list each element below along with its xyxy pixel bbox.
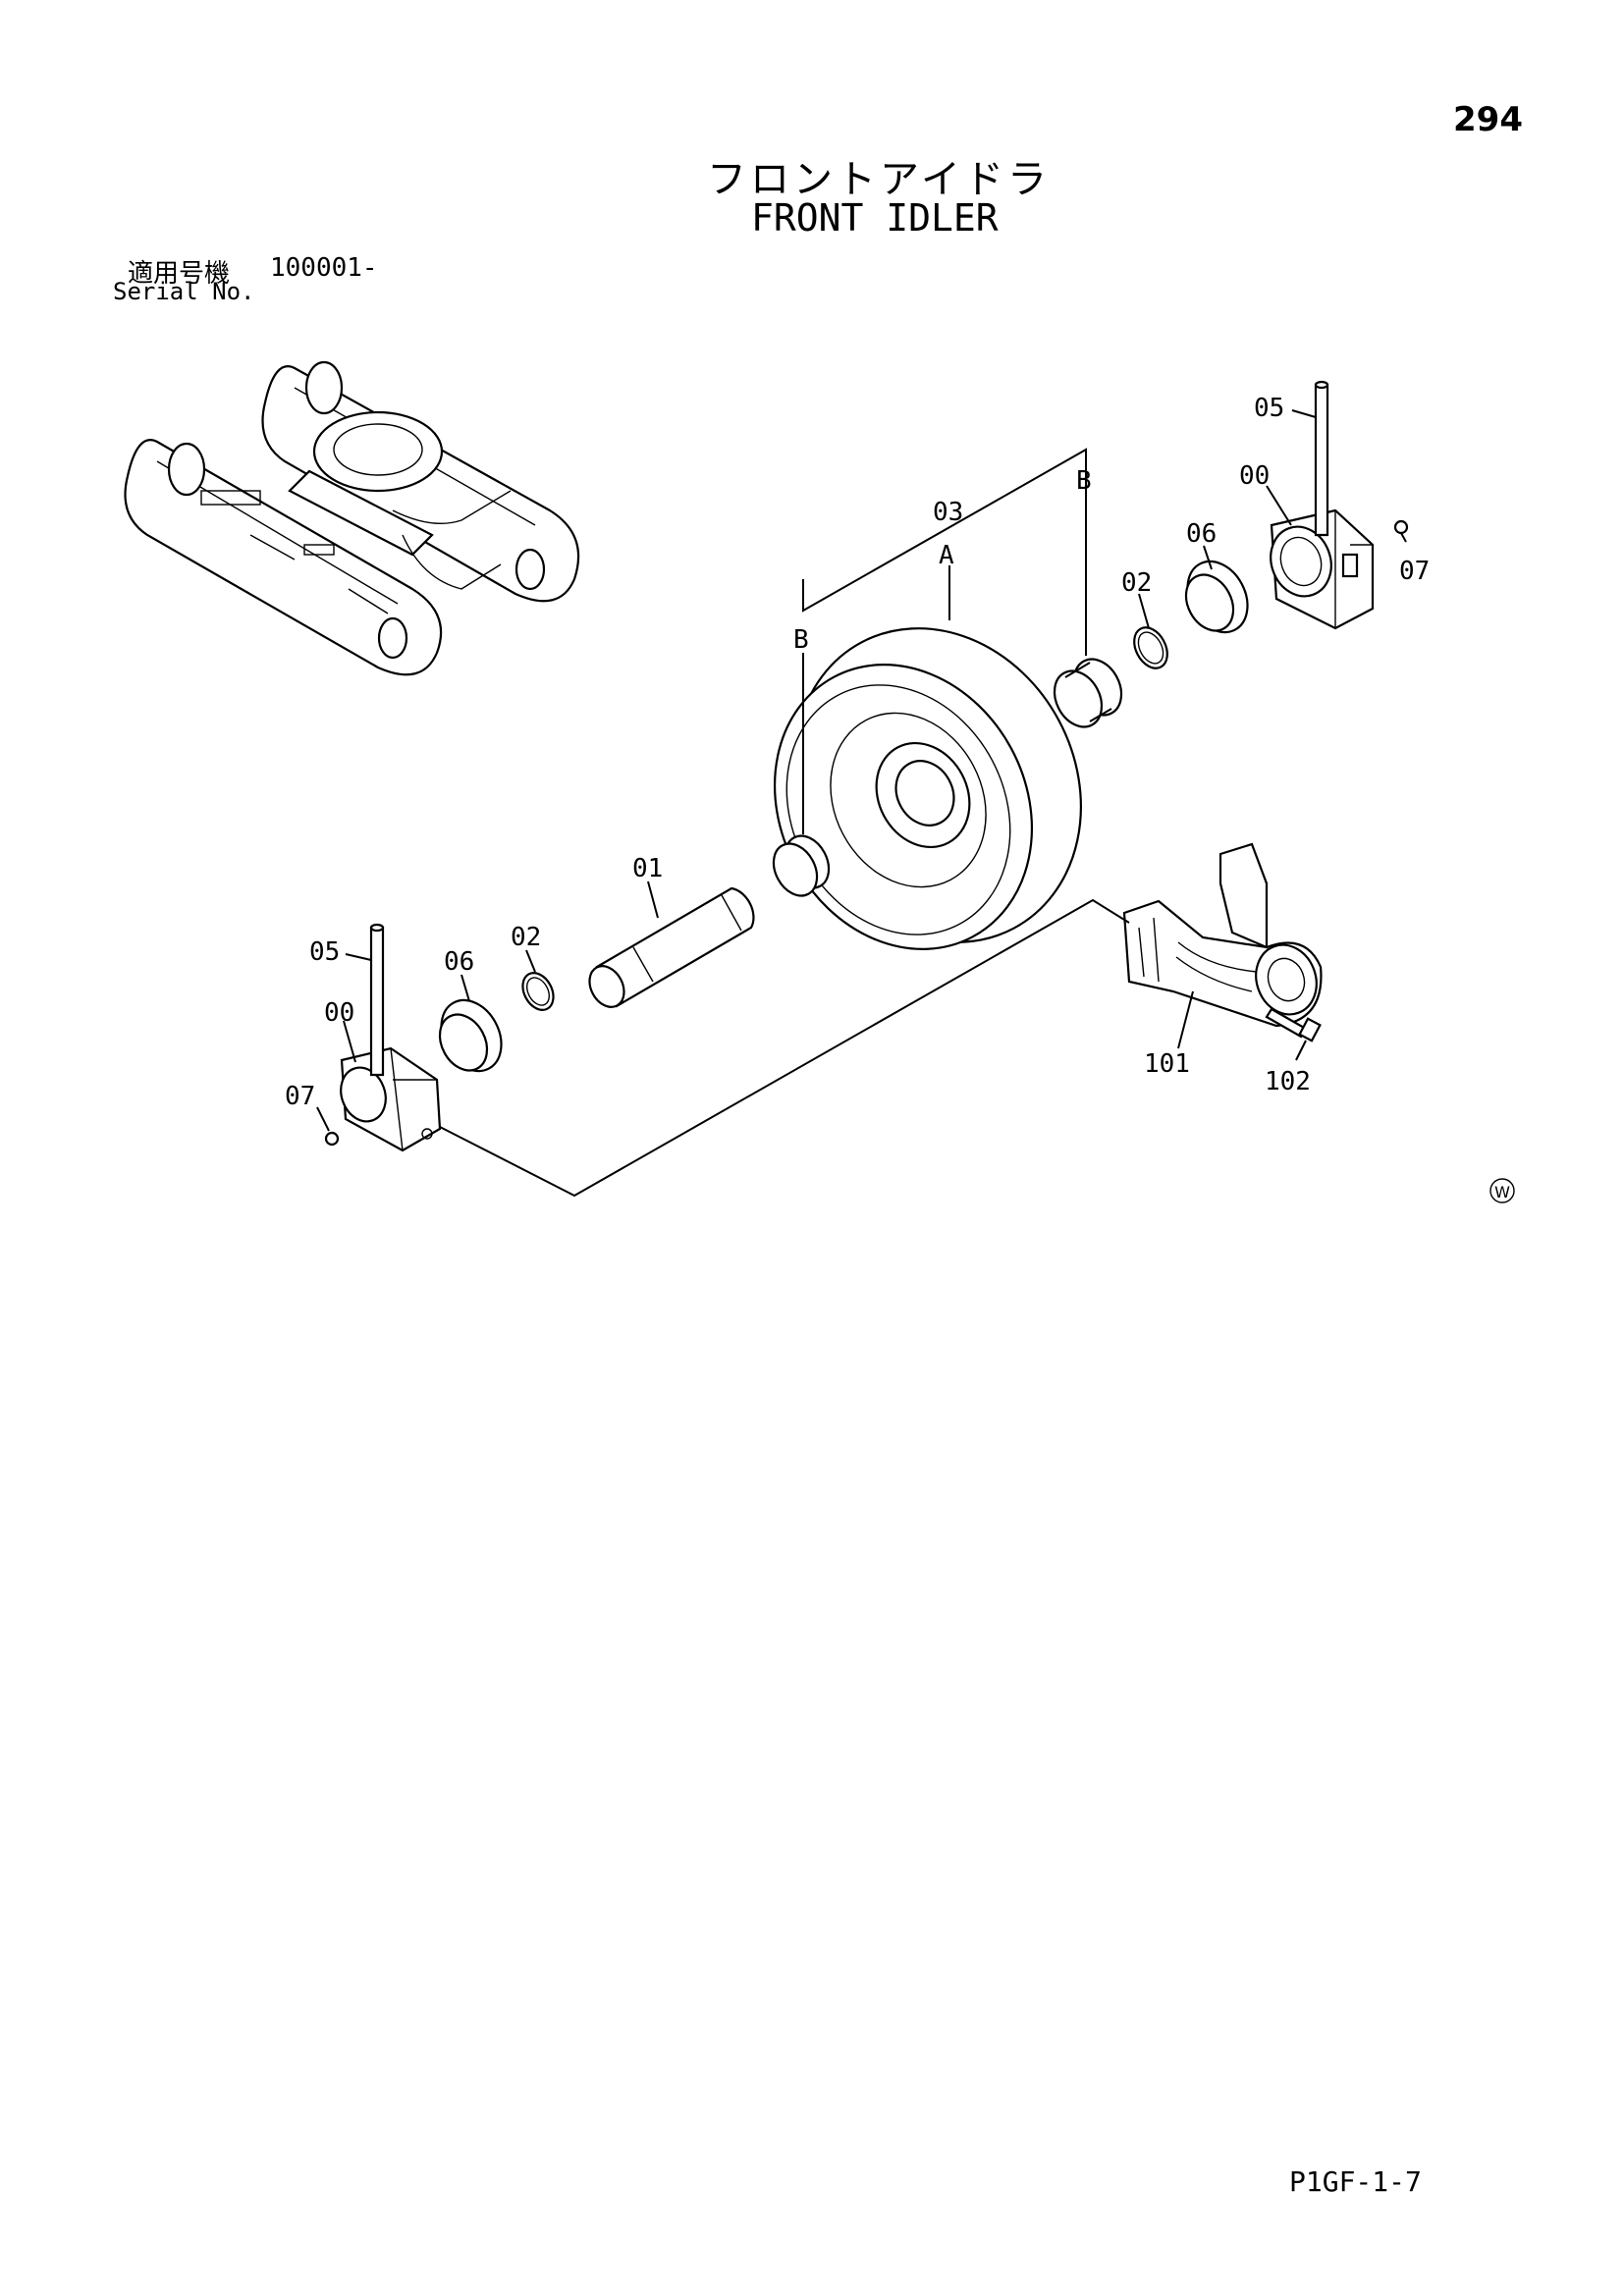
callout-01: 01 (632, 854, 663, 883)
mark-letter: W (1494, 1183, 1510, 1201)
bracket-left (340, 1046, 442, 1152)
callout-101: 101 (1144, 1049, 1190, 1079)
idler-wheel (773, 627, 1082, 950)
support-arm (1122, 842, 1323, 1028)
callout-02-right: 02 (1121, 568, 1152, 598)
page-title-jp: フロントアイドラ (707, 157, 1051, 202)
callout-00-right: 00 (1239, 461, 1270, 491)
leader-lines (316, 409, 1407, 1198)
callout-06-right: 06 (1186, 519, 1217, 549)
callout-03: 03 (933, 498, 963, 527)
o-ring-left (521, 972, 555, 1011)
floating-seal-left (438, 998, 503, 1073)
callout-00-left: 00 (324, 998, 354, 1028)
callout-b-left: B (793, 625, 809, 655)
plug-left (324, 1131, 340, 1147)
circled-w-mark: W (1489, 1178, 1515, 1203)
callout-07-right: 07 (1399, 557, 1430, 586)
callout-b-right: B (1076, 466, 1092, 496)
plug-right (1393, 519, 1409, 535)
idler-shaft (588, 886, 755, 1008)
bushing-right (1053, 658, 1123, 728)
serial-label-jp: 適用号機 (128, 259, 231, 289)
floating-seal-right (1184, 560, 1249, 634)
pin-right (1314, 380, 1329, 537)
page-number: 294 (1453, 100, 1523, 139)
pin-left (369, 923, 385, 1077)
callout-a: A (939, 541, 954, 570)
bracket-right (1270, 508, 1375, 630)
page-title-en: FRONT IDLER (751, 196, 999, 240)
serial-value: 100001- (270, 253, 378, 283)
bushing-left (772, 834, 831, 897)
callout-02-left: 02 (511, 923, 541, 952)
callout-07-left: 07 (285, 1082, 315, 1111)
callout-05-right: 05 (1254, 394, 1284, 423)
footer-code: P1GF-1-7 (1289, 2165, 1422, 2198)
serial-label-en: Serial No. (113, 278, 255, 305)
callout-05-left: 05 (309, 937, 340, 967)
o-ring-right (1133, 626, 1168, 669)
callout-102: 102 (1265, 1067, 1311, 1096)
callout-06-left: 06 (444, 947, 474, 977)
undercarriage-thumbnail (124, 360, 580, 676)
bolt (1265, 1007, 1322, 1042)
